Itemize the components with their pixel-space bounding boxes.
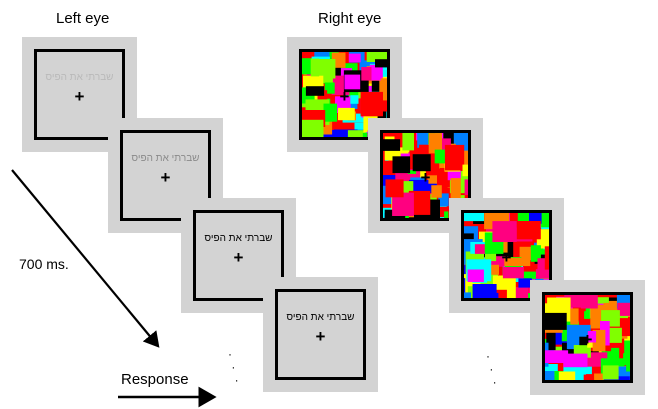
mondrian-box: + <box>299 49 390 140</box>
fixation-cross: + <box>233 248 244 267</box>
fixation-cross: + <box>74 87 85 106</box>
left-eye-label: Left eye <box>56 10 110 27</box>
right-eye-frame-1: + <box>287 37 402 152</box>
duration-label: 700 ms. <box>19 256 69 272</box>
stimulus-box: שברתי את הפיס + <box>120 130 211 221</box>
right-eye-frame-4: + <box>530 280 645 395</box>
fixation-cross: + <box>315 327 326 346</box>
word-stimulus: שברתי את הפיס <box>45 72 114 83</box>
fixation-cross: + <box>501 248 512 267</box>
fixation-cross: + <box>582 330 593 349</box>
left-eye-frame-2: שברתי את הפיס + <box>108 118 223 233</box>
time-arrow <box>11 169 160 348</box>
continuation-dots-right: · · · <box>486 349 497 389</box>
mondrian-mask <box>545 295 630 380</box>
fixation-cross: + <box>339 87 350 106</box>
word-stimulus: שברתי את הפיס <box>204 233 273 244</box>
word-stimulus: שברתי את הפיס <box>131 153 200 164</box>
left-eye-frame-3: שברתי את הפיס + <box>181 198 296 313</box>
word-stimulus: שברתי את הפיס <box>286 312 355 323</box>
fixation-cross: + <box>160 168 171 187</box>
response-label: Response <box>121 371 189 388</box>
stimulus-box: שברתי את הפיס + <box>275 289 366 380</box>
continuation-dots-left: · · · <box>228 347 239 387</box>
left-eye-frame-4: שברתי את הפיס + <box>263 277 378 392</box>
mondrian-mask <box>302 52 387 137</box>
right-eye-label: Right eye <box>318 10 382 27</box>
mondrian-mask <box>383 133 468 218</box>
fixation-cross: + <box>420 168 431 187</box>
mondrian-box: + <box>542 292 633 383</box>
